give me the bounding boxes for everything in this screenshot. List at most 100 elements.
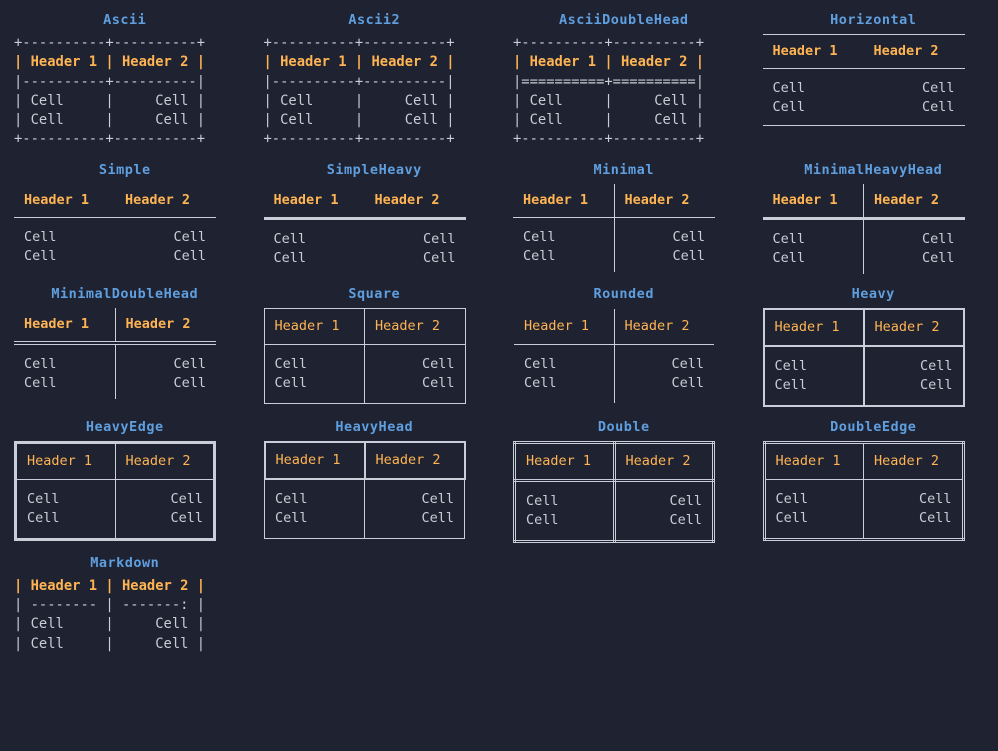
column-header-2: Header 2 [125, 191, 191, 208]
cell-text: Cell [273, 249, 307, 266]
column-header-1: Header 1 [762, 307, 865, 347]
box-style-gallery: Ascii +----------+----------+ | Header 1… [0, 12, 998, 654]
styled-table: Header 1 Header 2 Cell Cell Cell Cell [749, 440, 998, 541]
styled-table: Header 1 Header 2 Cell Cell Cell Cell [499, 183, 749, 272]
table-cell-col2: Cell Cell [364, 343, 466, 404]
empty-slot [499, 543, 749, 654]
cell-text: Cell [523, 228, 556, 245]
cell-text: Cell [173, 374, 206, 391]
demo-title: Minimal [593, 161, 654, 178]
table-cell-col1: Cell Cell [514, 343, 615, 403]
cell-text: Cell [421, 374, 455, 391]
table-cell-col1: Cell Cell [14, 345, 115, 399]
header-rule [14, 216, 216, 218]
table-demo-minimal: Minimal Header 1 Header 2 Cell Cell Cell [499, 150, 749, 274]
cell-text: Cell [921, 99, 955, 115]
bordered-table: Header 1 Header 2 Cell Cell Cell Cell [513, 440, 715, 543]
table-row: Cell Cell Cell Cell [513, 478, 715, 543]
cell-text: Cell [669, 511, 702, 528]
markdown-line-3: | Cell | Cell | [14, 635, 206, 652]
cell-text: Cell [173, 355, 206, 372]
table-demo-double: Double Header 1 Header 2 Cell Cell Cell … [499, 407, 749, 543]
bordered-table: Header 1 Header 2 Cell Cell Cell Cell [263, 307, 466, 404]
header-rule [513, 216, 715, 218]
ascii-line-3: | Cell | Cell | [513, 92, 705, 109]
column-header-2: Header 2 [363, 440, 466, 480]
table-cell-col2: Cell Cell [116, 345, 217, 399]
header-rule [762, 68, 965, 69]
cell-text: Cell [772, 80, 806, 96]
bordered-table: Header 1 Header 2 Cell Cell Cell Cell [762, 307, 965, 407]
table-cell-col2: Cell Cell [862, 344, 965, 407]
table-body: Cell Cell Cell Cell [763, 219, 965, 274]
cell-text: Cell [772, 99, 806, 115]
ascii-line-4: | Cell | Cell | [513, 112, 705, 129]
table-header-row: Header 1 Header 2 [263, 307, 466, 345]
table-cell-col1: Cell Cell [513, 478, 616, 543]
cell-text: Cell [921, 80, 955, 96]
cell-text: Cell [774, 357, 808, 374]
cell-text: Cell [921, 249, 955, 266]
cell-text: Cell [918, 509, 952, 526]
column-header-2: Header 2 [874, 191, 940, 208]
table-row: Cell Cell Cell Cell [514, 343, 714, 403]
bordered-table: Header 1 Header 2 Cell Cell Cell Cell [762, 440, 965, 541]
table-row: Cell Cell Cell Cell [763, 478, 964, 540]
top-rule [762, 34, 965, 35]
demo-title: Rounded [593, 285, 654, 302]
column-header-2: Header 2 [862, 307, 965, 347]
table-cell-col1: Cell Cell [263, 343, 365, 404]
column-header-1: Header 1 [523, 191, 589, 208]
column-header-1: Header 1 [24, 315, 90, 332]
header-rule-heavy [263, 216, 466, 220]
styled-table: Header 1 Header 2 Cell Cell Cell Cell [499, 307, 749, 404]
demo-title: Markdown [90, 554, 160, 571]
table-cell-col1: Cell Cell [264, 478, 365, 539]
table-cell-col2: Cell Cell [114, 478, 215, 540]
ascii-line-5: +----------+----------+ [14, 131, 206, 148]
cell-text: Cell [672, 228, 705, 245]
table-header-row: Header 1 Header 2 [15, 441, 215, 480]
column-divider [863, 219, 864, 274]
header-rule-double [14, 340, 216, 345]
cell-text: Cell [173, 247, 206, 264]
styled-table: Header 1 Header 2 Cell Cell Cell Cell [250, 440, 500, 539]
cell-text: Cell [24, 355, 57, 372]
table-body: Cell Cell Cell Cell [264, 220, 466, 274]
cell-text: Cell [274, 374, 308, 391]
ascii-art-table: +----------+----------+ | Header 1 | Hea… [499, 34, 749, 150]
demo-title: MinimalDoubleHead [51, 285, 199, 302]
column-header-1: Header 1 [514, 308, 615, 345]
table-demo-simpleheavy: SimpleHeavy Header 1 Header 2 Cell Cell … [250, 150, 500, 274]
cell-text: Cell [669, 492, 702, 509]
column-header-1: Header 1 [513, 440, 616, 482]
ascii-art-table: +----------+----------+ | Header 1 | Hea… [0, 34, 250, 150]
cell-text: Cell [421, 355, 455, 372]
table-body: Cell Cell Cell Cell [763, 69, 965, 123]
column-divider [114, 307, 116, 341]
ascii-line-2: |==========+==========| [513, 73, 705, 90]
cell-text: Cell [774, 376, 808, 393]
bottom-rule [762, 125, 965, 126]
styled-table: Header 1 Header 2 Cell Cell Cell Cell [250, 184, 500, 274]
column-header-1: Header 1 [263, 440, 366, 480]
cell-text: Cell [421, 509, 454, 526]
cell-text: Cell [24, 374, 57, 391]
cell-text: Cell [523, 247, 556, 264]
table-body: Cell Cell Cell Cell [513, 217, 715, 272]
cell-text: Cell [422, 230, 456, 247]
bordered-table: Header 1 Header 2 Cell Cell Cell Cell [263, 440, 466, 539]
table-header-row: Header 1 Header 2 [513, 183, 715, 217]
demo-title: MinimalHeavyHead [804, 161, 943, 178]
cell-text: Cell [772, 249, 806, 266]
styled-table: Header 1 Header 2 Cell Cell Cell Cell [749, 34, 998, 126]
table-cell-col2: Cell Cell [612, 478, 715, 543]
cell-text: Cell [671, 374, 704, 391]
table-header-row: Header 1 Header 2 [514, 308, 714, 345]
table-header-row: Header 1 Header 2 [14, 184, 216, 217]
demo-title: HeavyHead [335, 418, 414, 435]
ascii-line-3: | Cell | Cell | [14, 92, 206, 109]
bordered-table: Header 1 Header 2 Cell Cell Cell Cell [513, 307, 715, 404]
column-divider [613, 217, 615, 272]
column-header-2: Header 2 [125, 315, 191, 332]
